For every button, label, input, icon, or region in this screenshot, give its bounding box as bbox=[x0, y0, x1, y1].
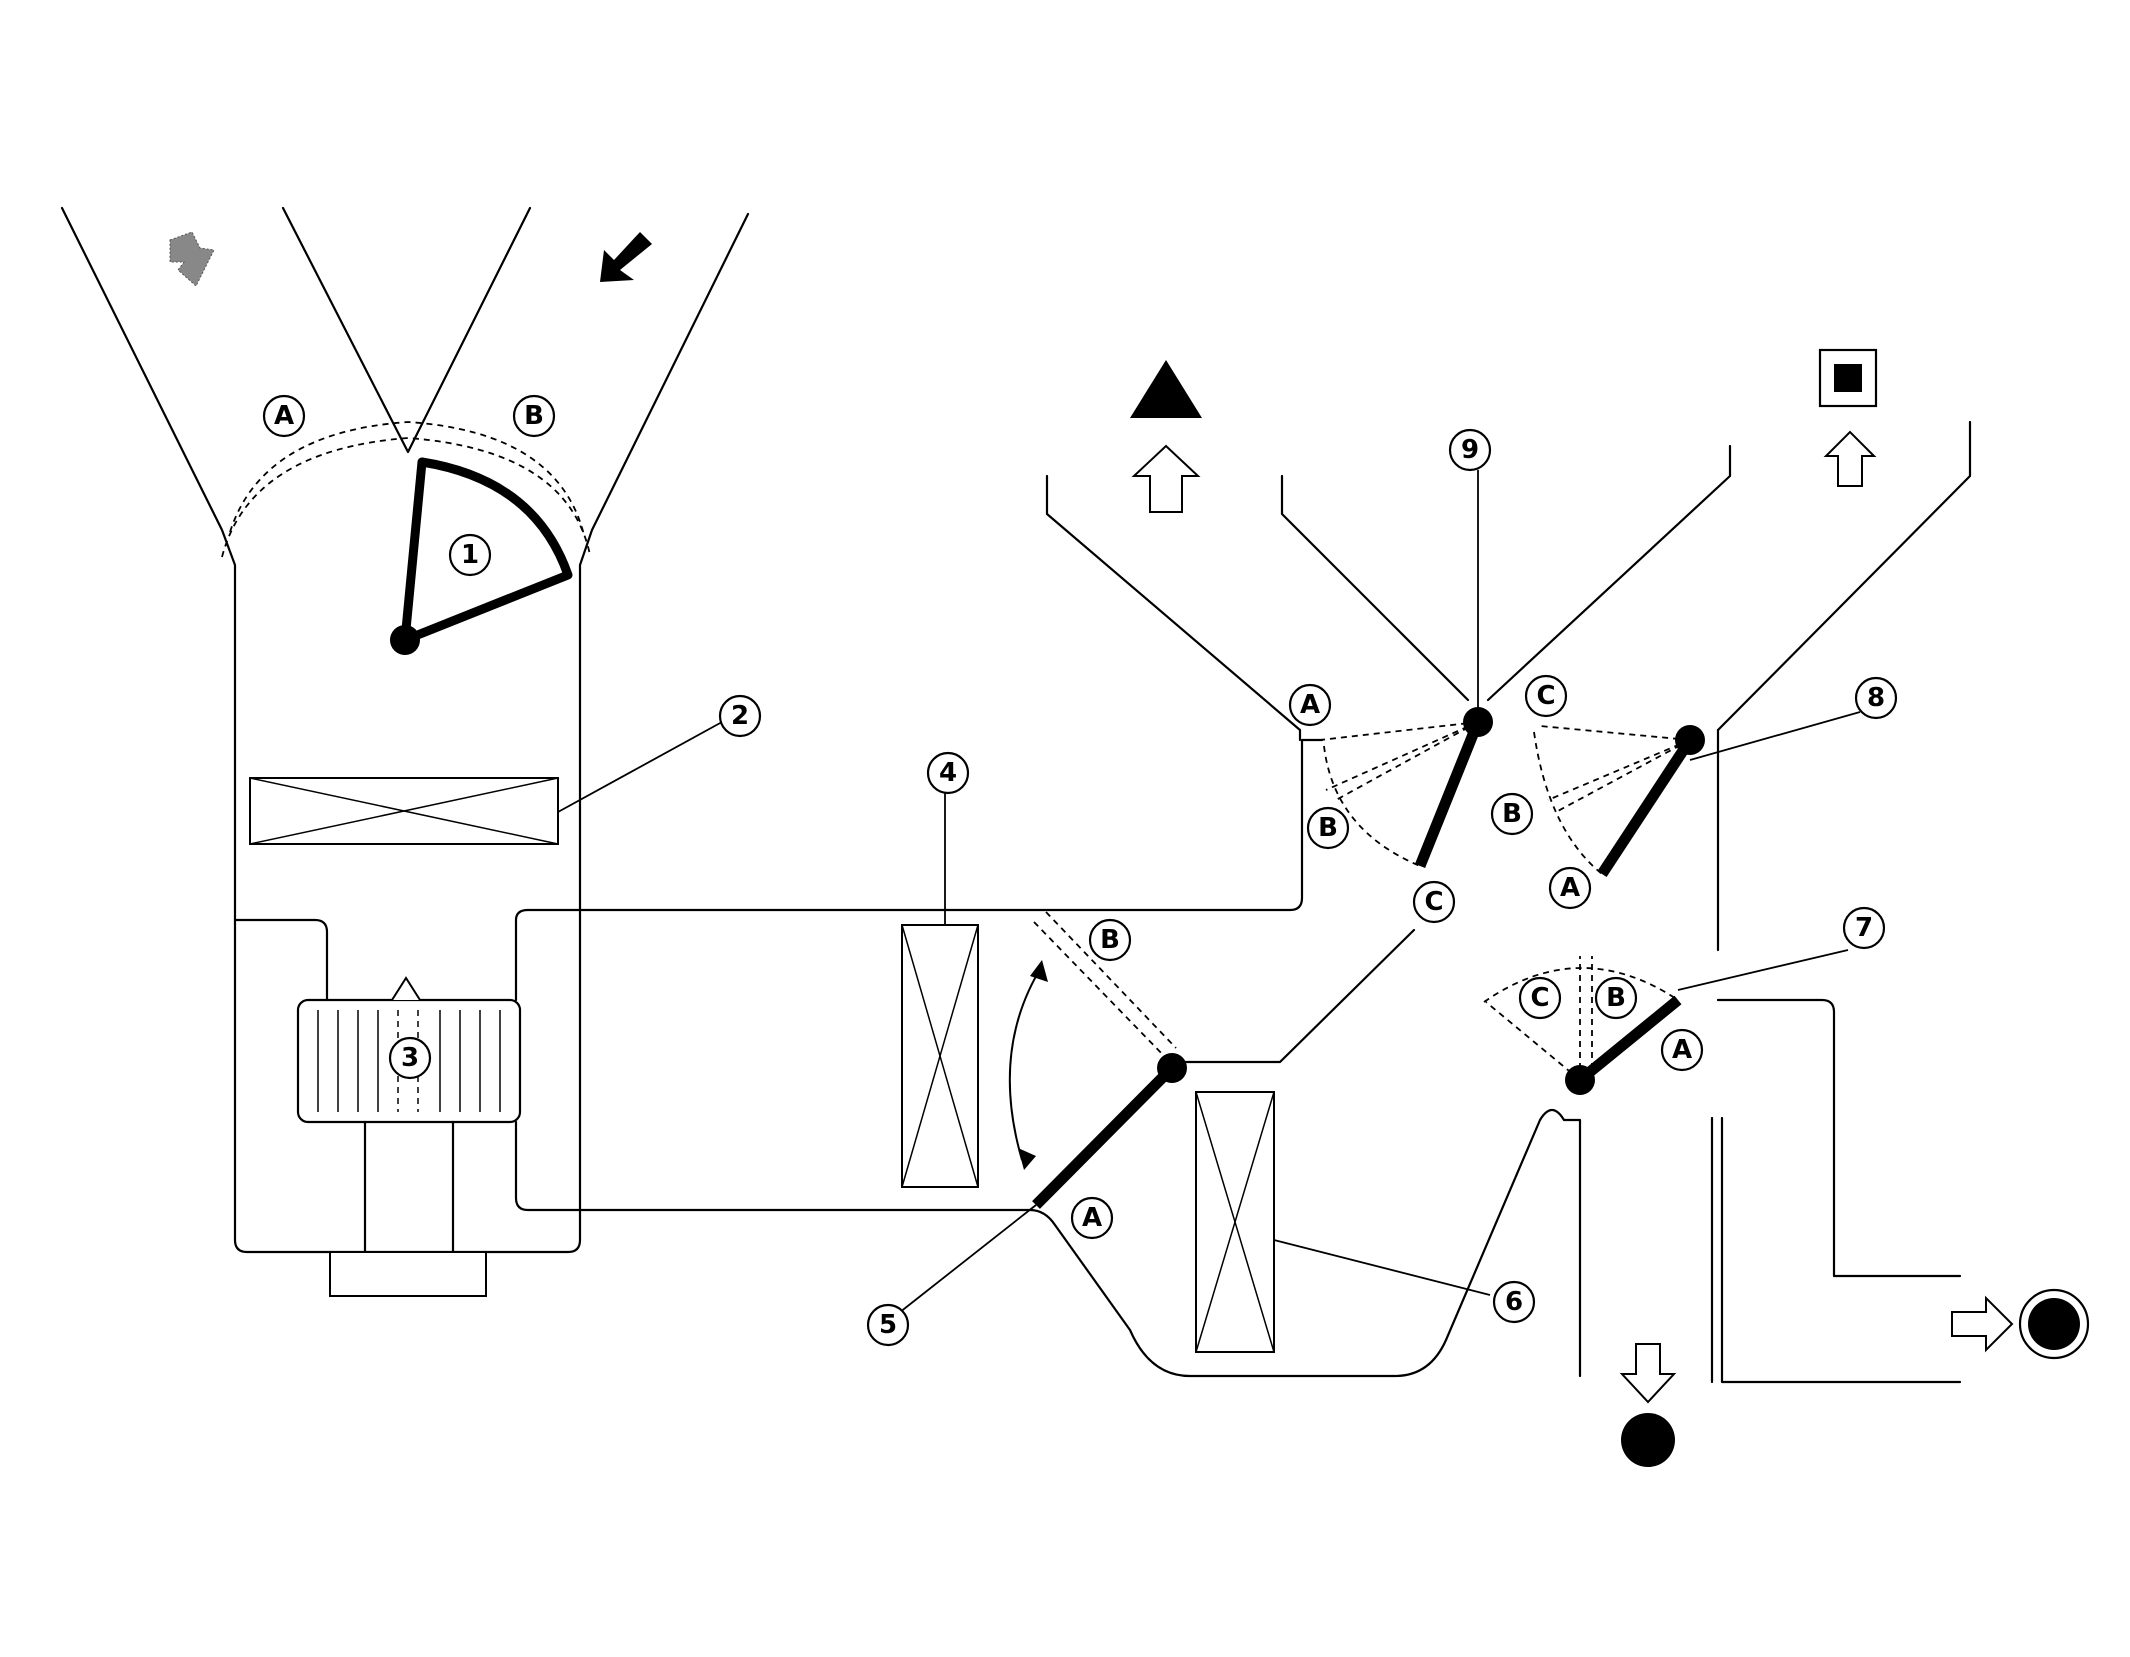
svg-text:1: 1 bbox=[461, 540, 479, 570]
airmix-pos-a: A bbox=[1070, 1196, 1114, 1240]
svg-text:A: A bbox=[1560, 873, 1580, 903]
foot-door bbox=[1483, 949, 1849, 1095]
svg-text:8: 8 bbox=[1867, 683, 1885, 713]
svg-text:B: B bbox=[1318, 813, 1338, 843]
svg-text:3: 3 bbox=[401, 1043, 419, 1073]
intake-door bbox=[390, 457, 573, 655]
svg-text:A: A bbox=[274, 401, 294, 431]
svg-text:A: A bbox=[1082, 1203, 1102, 1233]
intake-pos-a: A bbox=[262, 394, 306, 438]
svg-text:B: B bbox=[524, 401, 544, 431]
vent-pos-a: A bbox=[1548, 866, 1592, 910]
svg-text:C: C bbox=[1536, 681, 1555, 711]
defrost-pos-a: A bbox=[1288, 683, 1332, 727]
hollow-arrow-icon bbox=[1823, 430, 1877, 487]
ringed-circle-icon bbox=[2028, 1298, 2080, 1350]
hollow-arrow-icon bbox=[1619, 1343, 1677, 1404]
blower-motor bbox=[233, 738, 1582, 1378]
label-9: 9 bbox=[1448, 428, 1492, 472]
svg-text:4: 4 bbox=[939, 758, 957, 788]
svg-text:9: 9 bbox=[1461, 435, 1479, 465]
label-3: 3 bbox=[388, 1036, 432, 1080]
airmix-pos-b: B bbox=[1088, 918, 1132, 962]
label-5: 5 bbox=[866, 1303, 910, 1347]
svg-text:A: A bbox=[1300, 690, 1320, 720]
label-1: 1 bbox=[448, 533, 492, 577]
label-4: 4 bbox=[926, 751, 970, 795]
rear-foot-outlet bbox=[1951, 1288, 2090, 1360]
evaporator bbox=[901, 790, 979, 1188]
svg-text:B: B bbox=[1502, 799, 1522, 829]
svg-text:B: B bbox=[1100, 925, 1120, 955]
heater-core bbox=[1195, 1091, 1491, 1353]
recirc-air-icon bbox=[600, 232, 652, 282]
fresh-air-icon bbox=[169, 231, 215, 287]
vent-outlet bbox=[1818, 348, 1878, 487]
position-labels: A B B A A B C C B A C B A bbox=[262, 394, 1704, 1240]
defrost-pos-b: B bbox=[1306, 806, 1350, 850]
outlet-ducts bbox=[1045, 420, 1972, 1384]
triangle-icon bbox=[1130, 360, 1202, 418]
vent-pos-b: B bbox=[1490, 792, 1534, 836]
hollow-arrow-icon bbox=[1951, 1295, 2014, 1353]
circle-icon bbox=[1621, 1413, 1675, 1467]
foot-pos-c: C bbox=[1518, 976, 1562, 1020]
hollow-arrow-icon bbox=[1131, 444, 1201, 513]
label-2: 2 bbox=[718, 694, 762, 738]
svg-text:7: 7 bbox=[1855, 913, 1873, 943]
air-filter bbox=[249, 721, 723, 845]
foot-outlet bbox=[1619, 1343, 1677, 1467]
air-mix-door bbox=[889, 911, 1187, 1321]
label-8: 8 bbox=[1854, 676, 1898, 720]
vent-door bbox=[1533, 711, 1861, 878]
svg-text:2: 2 bbox=[731, 701, 749, 731]
defrost-door bbox=[1319, 470, 1493, 869]
label-6: 6 bbox=[1492, 1280, 1536, 1324]
label-7: 7 bbox=[1842, 906, 1886, 950]
svg-text:A: A bbox=[1672, 1035, 1692, 1065]
svg-text:B: B bbox=[1606, 983, 1626, 1013]
svg-text:6: 6 bbox=[1505, 1287, 1523, 1317]
vent-pos-c: C bbox=[1524, 674, 1568, 718]
foot-pos-a: A bbox=[1660, 1028, 1704, 1072]
number-labels: 1 2 3 4 5 6 7 8 9 bbox=[388, 428, 1898, 1347]
svg-text:5: 5 bbox=[879, 1310, 897, 1340]
svg-text:C: C bbox=[1424, 887, 1443, 917]
foot-pos-b: B bbox=[1594, 976, 1638, 1020]
intake-pos-b: B bbox=[512, 394, 556, 438]
defrost-pos-c: C bbox=[1412, 880, 1456, 924]
defrost-outlet bbox=[1130, 360, 1202, 513]
svg-text:C: C bbox=[1530, 983, 1549, 1013]
